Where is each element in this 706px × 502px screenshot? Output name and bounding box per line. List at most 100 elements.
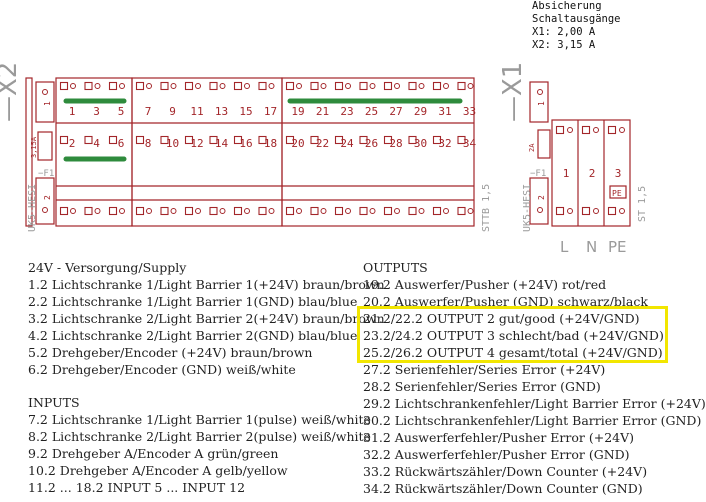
terminal-number: 22: [316, 137, 329, 150]
terminal-pin: [268, 208, 275, 214]
terminal-contact: [310, 81, 319, 91]
terminal-contact: [457, 206, 466, 216]
terminal-number: 11: [190, 105, 203, 118]
terminal-pin: [418, 208, 425, 214]
terminal-number: 31: [438, 105, 451, 118]
terminal-number: 32: [438, 137, 451, 150]
x2-term-1: 1: [43, 101, 52, 106]
terminal-contact: [432, 81, 442, 91]
terminal-contact: [135, 81, 145, 91]
input-line: 9.2 Drehgeber A/Encoder A grün/green: [28, 446, 279, 461]
output-line: 32.2 Auswerferfehler/Pusher Error (GND): [363, 447, 630, 462]
terminal-pin: [94, 208, 101, 214]
terminal-contact: [334, 135, 344, 145]
terminal-number: 1: [69, 105, 76, 118]
terminal-contact: [108, 206, 118, 216]
side-pin: [537, 89, 543, 95]
supply-line: 1.2 Lichtschranke 1/Light Barrier 1(+24V…: [28, 277, 385, 292]
terminal-contact: [233, 81, 243, 91]
highlight-box: [357, 306, 668, 363]
terminal-pin: [593, 208, 599, 214]
terminal-number: 6: [118, 137, 125, 150]
terminal-contact: [135, 206, 145, 216]
terminal-contact: [607, 206, 617, 216]
terminal-pin: [219, 83, 226, 89]
terminal-contact: [555, 125, 565, 135]
terminal-pin: [619, 127, 625, 133]
terminal-contact: [383, 135, 393, 145]
supply-section: 24V - Versorgung/Supply 1.2 Lichtschrank…: [28, 259, 385, 378]
terminal-contact: [108, 135, 118, 145]
terminal-number: 24: [340, 137, 354, 150]
lnpe-n: N: [586, 238, 597, 256]
terminal-contact: [408, 135, 417, 145]
terminal-number: 3: [93, 105, 100, 118]
terminal-pin: [119, 208, 125, 214]
output-line: 30.2 Lichtschrankenfehler/Light Barrier …: [363, 413, 702, 428]
pe-box-label: PE: [612, 189, 622, 198]
x1-term-2: 2: [537, 195, 546, 200]
fuse-right-label: −F1: [530, 169, 546, 179]
inputs-section: INPUTS 7.2 Lichtschranke 1/Light Barrier…: [28, 394, 371, 496]
terminal-pin: [443, 208, 449, 214]
output-line: 33.2 Rückwärtszähler/Down Counter (+24V): [363, 464, 648, 479]
terminal-number: 30: [414, 137, 427, 150]
terminal-number: 20: [291, 137, 304, 150]
terminal-number: 8: [145, 137, 152, 150]
terminal-contact: [233, 206, 243, 216]
output-line: 25.2/26.2 OUTPUT 4 gesamt/total (+24V/GN…: [363, 345, 663, 360]
terminal-contact: [359, 206, 368, 216]
terminal-contact: [160, 81, 169, 91]
x1-term-1: 1: [537, 101, 546, 106]
terminal-contact: [581, 125, 591, 135]
terminal-pin: [467, 208, 474, 214]
side-pin: [42, 89, 48, 95]
terminal-contact: [209, 81, 218, 91]
terminal-diagram: 1234567891011121314151617181920212223242…: [0, 62, 648, 256]
terminal-contact: [258, 81, 267, 91]
x2-term-2: 2: [43, 195, 52, 200]
inputs-header: INPUTS: [28, 395, 80, 410]
terminal-contact: [581, 206, 591, 216]
output-line: 20.2 Auswerfer/Pusher (GND) schwarz/blac…: [363, 294, 648, 309]
terminal-pin: [593, 127, 599, 133]
terminal-pin: [146, 83, 152, 89]
terminal-contact: [209, 135, 218, 145]
terminal-contact: [383, 206, 393, 216]
fuse-note-x2: X2: 3,15 A: [532, 39, 596, 51]
terminal-number: 2: [69, 137, 76, 150]
terminal-pin: [394, 208, 400, 214]
terminal-contact: [209, 206, 218, 216]
fuse-note-subtitle: Schaltausgänge: [532, 13, 621, 25]
output-line: 23.2/24.2 OUTPUT 3 schlecht/bad (+24V/GN…: [363, 328, 664, 343]
terminal-number: 7: [145, 105, 152, 118]
terminal-contact: [258, 206, 267, 216]
terminal-contact: [285, 206, 295, 216]
terminal-number: 34: [463, 137, 477, 150]
terminal-contact: [310, 135, 319, 145]
terminal-contact: [184, 135, 194, 145]
terminal-contact: [310, 206, 319, 216]
x1-label: —X1: [498, 62, 528, 122]
terminal-number: 19: [291, 105, 304, 118]
terminal-pin: [244, 83, 250, 89]
terminal-contact: [457, 135, 466, 145]
board-outlines: [25, 77, 631, 227]
input-line: 11.2 ... 18.2 INPUT 5 ... INPUT 12: [28, 480, 246, 495]
terminal-pin: [195, 208, 201, 214]
terminal-contact: [285, 135, 295, 145]
terminal-contact: [408, 206, 417, 216]
terminal-pin: [394, 83, 400, 89]
terminal-number: 9: [169, 105, 176, 118]
terminal-contact: [258, 135, 267, 145]
terminal-contact: [383, 81, 393, 91]
terminal-pin: [296, 83, 302, 89]
lnpe-pe: PE: [608, 238, 627, 256]
terminal-pin: [567, 127, 573, 133]
input-line: 10.2 Drehgeber A/Encoder A gelb/yellow: [28, 463, 288, 478]
terminal-number: 23: [340, 105, 353, 118]
terminal-number: 18: [264, 137, 277, 150]
terminal-contact: [334, 81, 344, 91]
terminal-contact: [359, 135, 368, 145]
